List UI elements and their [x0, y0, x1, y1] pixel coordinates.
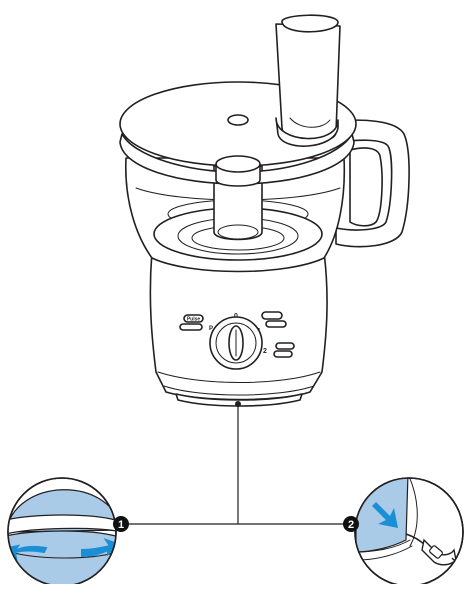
- callout-number-1: 1: [118, 519, 124, 531]
- pulse-button-label: Pulse: [187, 317, 201, 323]
- pulse-button[interactable]: Pulse: [184, 315, 203, 323]
- right-button-2[interactable]: [266, 321, 286, 327]
- right-button-4[interactable]: [274, 351, 292, 357]
- callout-badge-2: 2: [343, 516, 359, 532]
- speed-dial[interactable]: [210, 317, 262, 369]
- dial-number-2: 2: [263, 348, 267, 355]
- right-button-3[interactable]: [276, 343, 294, 349]
- food-processor: Pulse 0 1 2 P: [120, 15, 409, 407]
- callout-badge-1: 1: [113, 516, 129, 532]
- callout-number-2: 2: [348, 519, 354, 531]
- callout-lines: [122, 406, 350, 524]
- detail-cord-plug: [355, 474, 464, 584]
- lid-vent: [228, 115, 248, 125]
- left-speed-button[interactable]: [180, 324, 202, 330]
- feed-tube: [276, 15, 340, 146]
- right-button-1[interactable]: [262, 312, 282, 319]
- detail-twist-lock: [6, 478, 122, 584]
